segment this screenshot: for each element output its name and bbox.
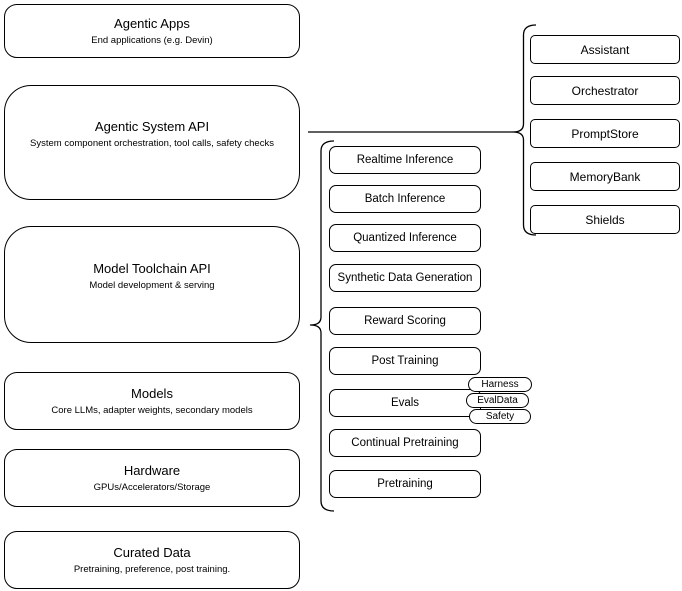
toolchain-node-pretraining: Pretraining <box>329 470 481 498</box>
eval-tag-harness: Harness <box>468 377 532 392</box>
node-title: Curated Data <box>113 544 191 560</box>
component-node-shields: Shields <box>530 205 680 234</box>
node-agentic-apps: Agentic Apps End applications (e.g. Devi… <box>4 4 300 58</box>
node-title: Models <box>131 385 173 401</box>
toolchain-node-quantized-inference: Quantized Inference <box>329 224 481 252</box>
toolchain-node-batch-inference: Batch Inference <box>329 185 481 213</box>
toolchain-node-reward-scoring: Reward Scoring <box>329 307 481 335</box>
toolchain-node-realtime-inference: Realtime Inference <box>329 146 481 174</box>
node-subtitle: Pretraining, preference, post training. <box>73 563 231 575</box>
component-node-promptstore: PromptStore <box>530 119 680 148</box>
node-subtitle: Core LLMs, adapter weights, secondary mo… <box>51 404 253 416</box>
node-hardware: Hardware GPUs/Accelerators/Storage <box>4 449 300 507</box>
node-subtitle: GPUs/Accelerators/Storage <box>93 481 211 493</box>
toolchain-node-post-training: Post Training <box>329 347 481 375</box>
node-subtitle: System component orchestration, tool cal… <box>30 138 274 149</box>
node-title: Agentic System API <box>94 119 210 134</box>
node-model-toolchain-api: Model Toolchain API Model development & … <box>4 226 300 343</box>
component-node-memorybank: MemoryBank <box>530 162 680 191</box>
node-subtitle: Model development & serving <box>89 280 215 291</box>
node-agentic-system-api: Agentic System API System component orch… <box>4 85 300 200</box>
toolchain-node-synthetic-data-generation: Synthetic Data Generation <box>329 264 481 292</box>
node-title: Model Toolchain API <box>93 261 211 276</box>
eval-tag-safety: Safety <box>469 409 531 424</box>
node-models: Models Core LLMs, adapter weights, secon… <box>4 372 300 430</box>
node-subtitle: End applications (e.g. Devin) <box>91 34 213 46</box>
node-title: Hardware <box>123 462 181 478</box>
toolchain-node-evals: Evals <box>329 389 481 417</box>
node-title: Agentic Apps <box>114 15 190 31</box>
node-curated-data: Curated Data Pretraining, preference, po… <box>4 531 300 589</box>
component-node-assistant: Assistant <box>530 35 680 64</box>
eval-tag-evaldata: EvalData <box>466 393 529 408</box>
component-node-orchestrator: Orchestrator <box>530 76 680 105</box>
toolchain-node-continual-pretraining: Continual Pretraining <box>329 429 481 457</box>
